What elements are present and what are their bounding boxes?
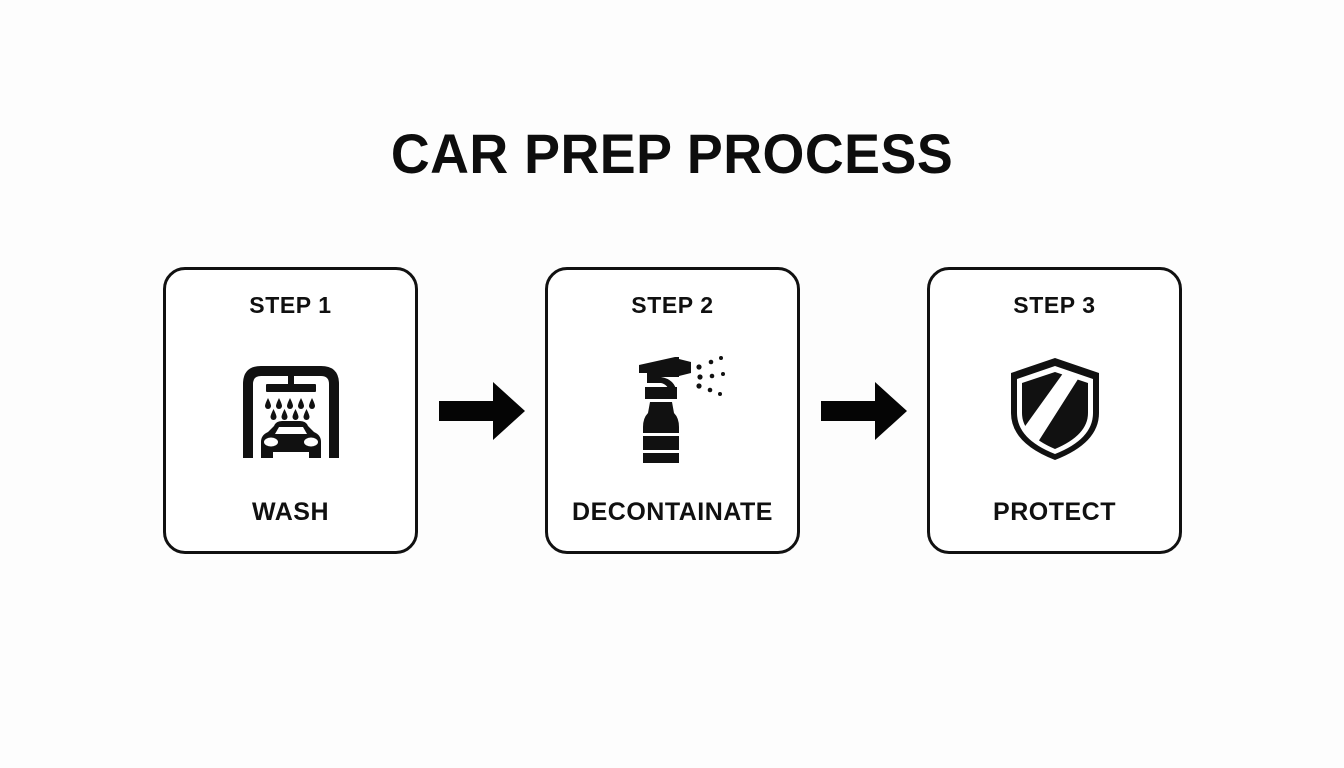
step-name-label-2: DECONTAINATE (572, 498, 773, 526)
step-card-2[interactable]: STEP 2 (545, 267, 800, 554)
flow-connector-2 (816, 374, 912, 448)
flow-connector-1 (434, 374, 530, 448)
spray-bottle-icon (638, 355, 725, 463)
car-wash-icon (242, 365, 339, 458)
process-flow: STEP 1 (163, 267, 1182, 554)
shield-icon (1010, 357, 1099, 460)
step-card-1[interactable]: STEP 1 (163, 267, 418, 554)
step-icon-slot-3 (940, 317, 1169, 500)
step-card-3[interactable]: STEP 3 (927, 267, 1182, 554)
step-name-label-1: WASH (252, 498, 329, 526)
step-number-label-1: STEP 1 (249, 292, 332, 318)
step-icon-slot-2 (558, 317, 787, 500)
step-name-label-3: PROTECT (993, 498, 1116, 526)
arrow-right-icon (438, 381, 525, 440)
step-number-label-3: STEP 3 (1013, 292, 1096, 318)
arrow-right-icon (820, 381, 907, 440)
page-title: CAR PREP PROCESS (390, 122, 954, 185)
step-icon-slot-1 (176, 317, 405, 500)
step-number-label-2: STEP 2 (631, 292, 714, 318)
